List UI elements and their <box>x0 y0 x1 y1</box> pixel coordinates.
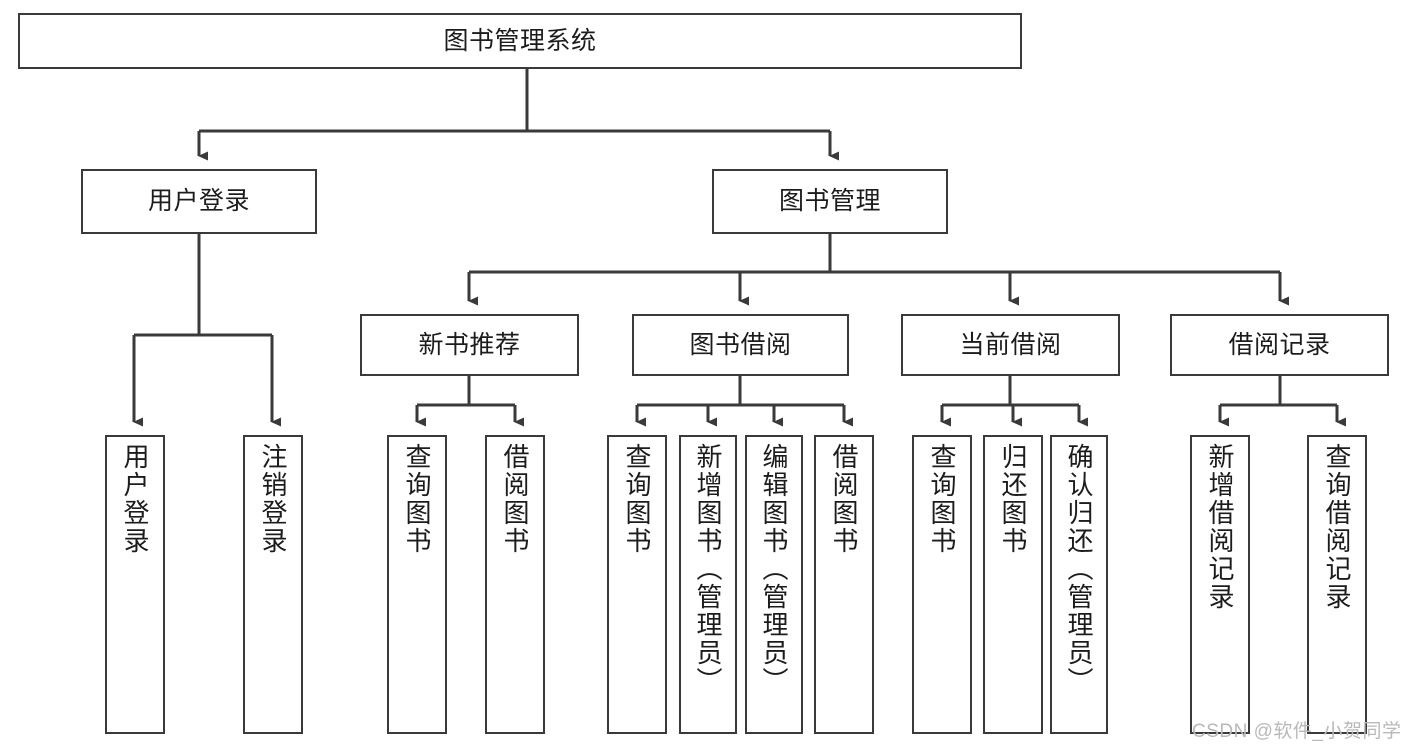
node-book-management[interactable]: 图书管理 <box>712 169 948 234</box>
leaf-add-book-admin[interactable]: 新增图书（管理员） <box>679 435 737 734</box>
leaf-logout[interactable]: 注销登录 <box>243 435 303 734</box>
connectors-root <box>197 69 839 161</box>
node-current-borrow-label: 当前借阅 <box>959 330 1062 359</box>
leaf-logout-label: 注销登录 <box>258 443 288 555</box>
leaf-query-book-recommend[interactable]: 查询图书 <box>387 435 447 734</box>
leaf-query-book-borrow[interactable]: 查询图书 <box>607 435 667 734</box>
node-borrow-records[interactable]: 借阅记录 <box>1170 314 1389 376</box>
node-root[interactable]: 图书管理系统 <box>18 13 1022 69</box>
leaf-borrow-book[interactable]: 借阅图书 <box>814 435 874 734</box>
connectors-new-books <box>415 376 524 427</box>
leaf-user-login-label: 用户登录 <box>120 443 150 555</box>
node-book-borrow-label: 图书借阅 <box>689 330 792 359</box>
node-current-borrow[interactable]: 当前借阅 <box>901 314 1120 376</box>
leaf-user-login[interactable]: 用户登录 <box>105 435 165 734</box>
node-borrow-records-label: 借阅记录 <box>1228 330 1331 359</box>
leaf-borrow-book-recommend[interactable]: 借阅图书 <box>485 435 545 734</box>
leaf-query-book-borrow-label: 查询图书 <box>622 443 652 555</box>
leaf-edit-book-admin-label: 编辑图书（管理员） <box>759 443 789 695</box>
node-user-login[interactable]: 用户登录 <box>81 169 317 234</box>
connectors-current-borrow <box>940 376 1088 427</box>
node-book-borrow[interactable]: 图书借阅 <box>632 314 849 376</box>
connectors-borrow <box>635 376 853 427</box>
node-new-book-recommend-label: 新书推荐 <box>418 330 521 359</box>
leaf-add-book-admin-label: 新增图书（管理员） <box>693 443 723 695</box>
node-root-label: 图书管理系统 <box>443 26 597 55</box>
leaf-query-book-current[interactable]: 查询图书 <box>912 435 972 734</box>
node-book-management-label: 图书管理 <box>778 187 881 216</box>
leaf-add-borrow-record-label: 新增借阅记录 <box>1205 443 1235 611</box>
leaf-borrow-book-label: 借阅图书 <box>829 443 859 555</box>
node-new-book-recommend[interactable]: 新书推荐 <box>360 314 579 376</box>
leaf-query-borrow-record-label: 查询借阅记录 <box>1322 443 1352 611</box>
leaf-confirm-return-admin-label: 确认归还（管理员） <box>1064 443 1094 695</box>
leaf-add-borrow-record[interactable]: 新增借阅记录 <box>1190 435 1250 734</box>
node-user-login-label: 用户登录 <box>147 187 250 216</box>
leaf-query-borrow-record[interactable]: 查询借阅记录 <box>1307 435 1367 734</box>
connectors-user-login <box>132 234 281 427</box>
leaf-query-book-current-label: 查询图书 <box>927 443 957 555</box>
leaf-query-book-recommend-label: 查询图书 <box>402 443 432 555</box>
leaf-confirm-return-admin[interactable]: 确认归还（管理员） <box>1050 435 1108 734</box>
leaf-return-book-label: 归还图书 <box>998 443 1028 555</box>
leaf-edit-book-admin[interactable]: 编辑图书（管理员） <box>745 435 803 734</box>
connectors-book-mgmt <box>467 234 1289 306</box>
leaf-return-book[interactable]: 归还图书 <box>983 435 1043 734</box>
leaf-borrow-book-recommend-label: 借阅图书 <box>500 443 530 555</box>
connectors-records <box>1218 376 1346 427</box>
